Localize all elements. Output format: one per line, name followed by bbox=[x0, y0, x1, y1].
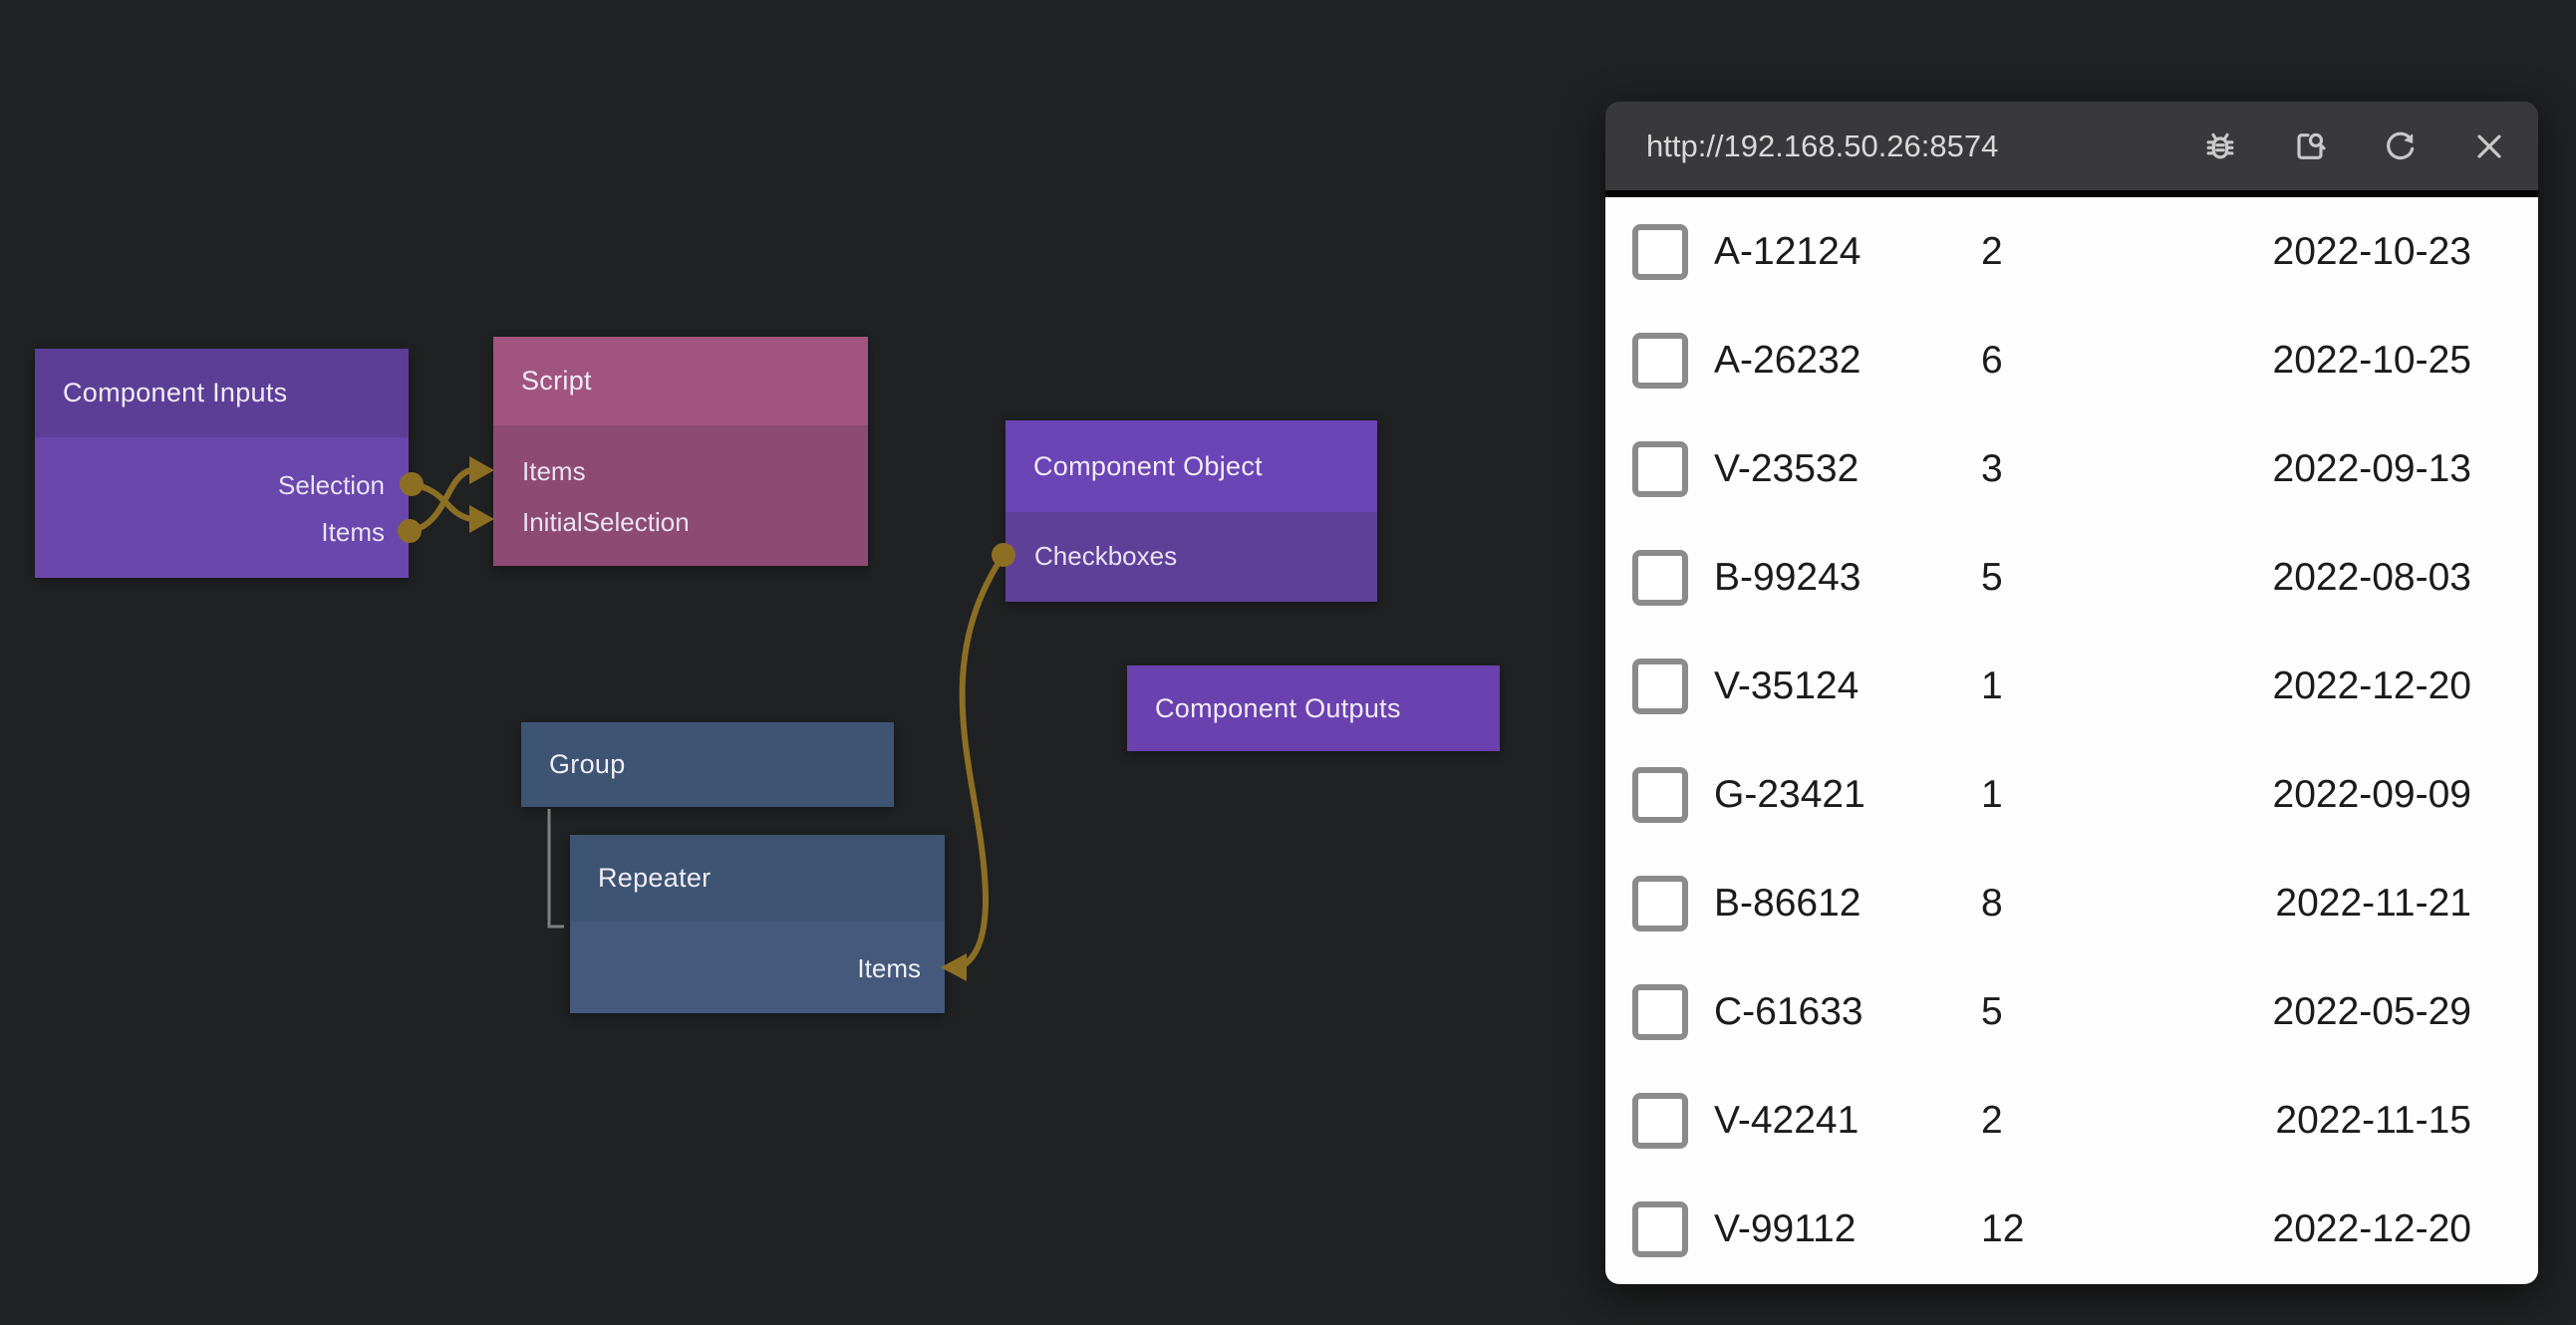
row-id: B-99243 bbox=[1714, 555, 1861, 599]
row-id: V-99112 bbox=[1714, 1206, 1857, 1250]
refresh-button[interactable] bbox=[2379, 126, 2421, 167]
debug-button[interactable] bbox=[2199, 126, 2241, 167]
node-component-object[interactable]: Component Object Checkboxes bbox=[1005, 420, 1377, 602]
wire-selection-to-initialselection[interactable] bbox=[411, 481, 472, 522]
wire-checkboxes-to-items[interactable] bbox=[959, 553, 1006, 967]
node-title: Component Outputs bbox=[1127, 665, 1500, 751]
row-id: C-61633 bbox=[1714, 989, 1863, 1033]
row-qty: 1 bbox=[1981, 663, 2003, 707]
node-group[interactable]: Group bbox=[521, 722, 894, 807]
row-date: 2022-05-29 bbox=[2272, 989, 2472, 1033]
row-id: V-23532 bbox=[1714, 446, 1860, 490]
node-script[interactable]: Script Items InitialSelection bbox=[493, 337, 868, 566]
row-id: B-86612 bbox=[1714, 881, 1861, 925]
port-items[interactable]: Items bbox=[321, 517, 385, 547]
list-item[interactable]: B-99243 5 2022-08-03 bbox=[1605, 523, 2538, 632]
row-id: V-35124 bbox=[1714, 663, 1860, 707]
row-date: 2022-11-21 bbox=[2275, 881, 2471, 925]
row-date: 2022-11-15 bbox=[2275, 1098, 2471, 1142]
row-date: 2022-08-03 bbox=[2272, 555, 2472, 599]
list-item[interactable]: V-42241 2 2022-11-15 bbox=[1605, 1066, 2538, 1175]
preview-titlebar[interactable]: http://192.168.50.26:8574 bbox=[1605, 102, 2538, 190]
row-qty: 2 bbox=[1981, 229, 2003, 273]
titlebar-divider bbox=[1605, 190, 2538, 197]
close-icon bbox=[2477, 133, 2501, 158]
node-title: Component Object bbox=[1005, 420, 1377, 512]
row-id: A-26232 bbox=[1714, 338, 1861, 382]
port-arrow-script-items bbox=[469, 456, 494, 484]
row-checkbox[interactable] bbox=[1632, 1200, 1688, 1257]
row-checkbox[interactable] bbox=[1632, 223, 1688, 280]
port-items[interactable]: Items bbox=[857, 953, 921, 983]
list-item[interactable]: G-23421 1 2022-09-09 bbox=[1605, 740, 2538, 849]
row-date: 2022-09-09 bbox=[2272, 772, 2472, 816]
list-item[interactable]: C-61633 5 2022-05-29 bbox=[1605, 957, 2538, 1066]
row-qty: 5 bbox=[1981, 989, 2003, 1033]
node-component-outputs[interactable]: Component Outputs bbox=[1127, 665, 1500, 751]
row-checkbox[interactable] bbox=[1632, 332, 1688, 389]
bug-icon bbox=[2206, 132, 2234, 158]
list-item[interactable]: V-99112 12 2022-12-20 bbox=[1605, 1175, 2538, 1283]
node-repeater[interactable]: Repeater Items bbox=[570, 835, 945, 1013]
row-qty: 2 bbox=[1981, 1098, 2003, 1142]
row-date: 2022-10-25 bbox=[2272, 338, 2472, 382]
row-checkbox[interactable] bbox=[1632, 875, 1688, 931]
node-title: Group bbox=[521, 722, 894, 807]
port-items[interactable]: Items bbox=[522, 456, 586, 486]
row-checkbox[interactable] bbox=[1632, 766, 1688, 823]
wire-items-to-items[interactable] bbox=[409, 467, 472, 534]
row-checkbox[interactable] bbox=[1632, 983, 1688, 1040]
port-selection[interactable]: Selection bbox=[278, 470, 385, 500]
list-item[interactable]: B-86612 8 2022-11-21 bbox=[1605, 849, 2538, 957]
node-title: Repeater bbox=[570, 835, 945, 922]
row-checkbox[interactable] bbox=[1632, 658, 1688, 714]
row-id: G-23421 bbox=[1714, 772, 1865, 816]
preview-content: A-12124 2 2022-10-23 A-26232 6 2022-10-2… bbox=[1605, 197, 2538, 1284]
list-item[interactable]: V-23532 3 2022-09-13 bbox=[1605, 414, 2538, 523]
list-item[interactable]: A-26232 6 2022-10-25 bbox=[1605, 306, 2538, 414]
close-button[interactable] bbox=[2468, 126, 2510, 167]
hierarchy-elbow bbox=[547, 809, 564, 928]
port-arrow-script-initialselection bbox=[469, 505, 494, 533]
row-checkbox[interactable] bbox=[1632, 549, 1688, 606]
row-date: 2022-09-13 bbox=[2272, 446, 2472, 490]
row-qty: 8 bbox=[1981, 881, 2003, 925]
inspect-button[interactable] bbox=[2289, 126, 2331, 167]
row-qty: 1 bbox=[1981, 772, 2003, 816]
row-qty: 5 bbox=[1981, 555, 2003, 599]
row-checkbox[interactable] bbox=[1632, 440, 1688, 497]
node-component-inputs[interactable]: Component Inputs Selection Items bbox=[35, 349, 409, 578]
row-checkbox[interactable] bbox=[1632, 1092, 1688, 1149]
row-date: 2022-10-23 bbox=[2272, 229, 2472, 273]
node-title: Component Inputs bbox=[35, 349, 409, 437]
row-date: 2022-12-20 bbox=[2272, 663, 2472, 707]
row-id: V-42241 bbox=[1714, 1098, 1860, 1142]
port-initialselection[interactable]: InitialSelection bbox=[522, 507, 690, 537]
row-date: 2022-12-20 bbox=[2272, 1206, 2472, 1250]
url-field[interactable]: http://192.168.50.26:8574 bbox=[1646, 128, 1999, 163]
port-checkboxes[interactable]: Checkboxes bbox=[1034, 541, 1178, 571]
list-item[interactable]: V-35124 1 2022-12-20 bbox=[1605, 632, 2538, 740]
refresh-icon bbox=[2387, 132, 2415, 159]
preview-window: http://192.168.50.26:8574 bbox=[1605, 102, 2538, 1284]
row-id: A-12124 bbox=[1714, 229, 1861, 273]
list-item[interactable]: A-12124 2 2022-10-23 bbox=[1605, 197, 2538, 306]
inspect-page-icon bbox=[2297, 132, 2326, 159]
row-qty: 3 bbox=[1981, 446, 2003, 490]
node-title: Script bbox=[493, 337, 868, 425]
row-qty: 6 bbox=[1981, 338, 2003, 382]
row-qty: 12 bbox=[1981, 1206, 2025, 1250]
